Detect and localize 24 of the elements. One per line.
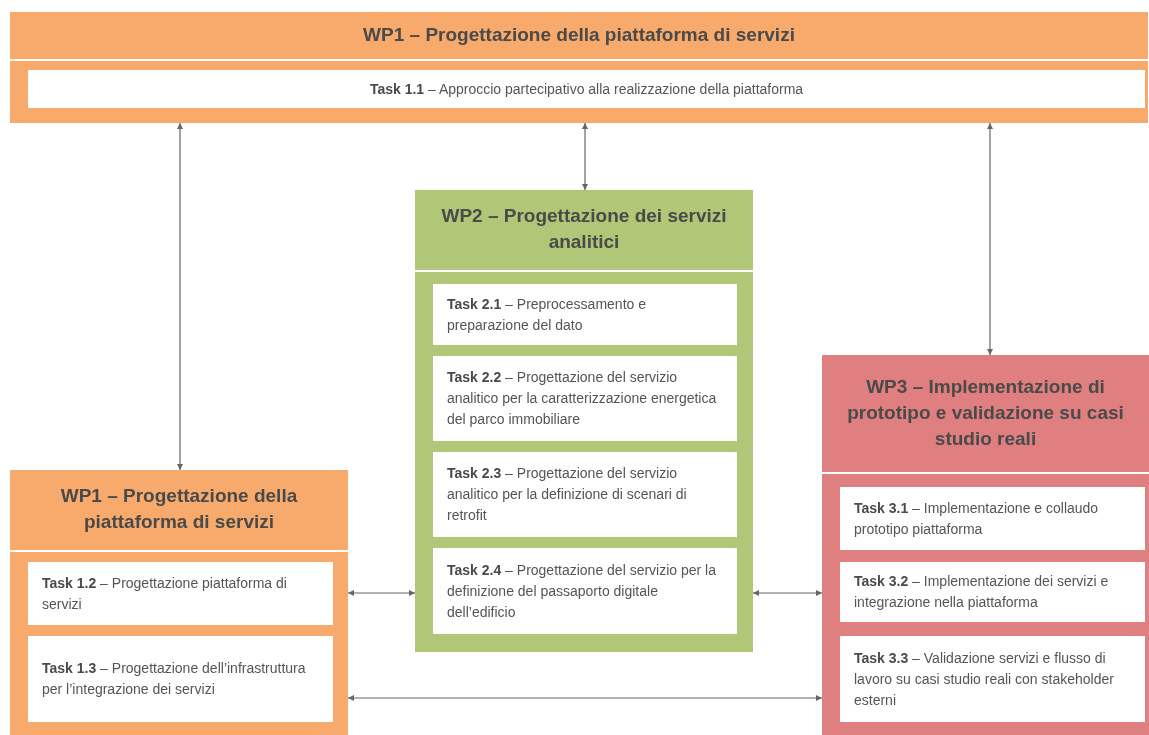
work-package-title: WP1 – Progettazione della piattaforma di servizi [362,22,796,47]
task-box: Task 2.2 – Progettazione del servizio analitico per la caratterizzazione energetica del parco immobiliare [433,356,737,441]
double-arrow [752,590,823,596]
work-package-title: WP2 – Progettazione dei servizi analitici [440,204,728,254]
double-arrow [177,122,183,471]
double-arrow [582,122,588,191]
double-arrow [347,590,416,596]
work-package-title: WP1 – Progettazione della piattaforma di servizi [59,484,299,534]
task-box: Task 3.3 – Validazione servizi e flusso di lavoro su casi studio reali con stakeholder esterni [840,636,1145,722]
task-box: Task 3.2 – Implementazione dei servizi e integrazione nella piattaforma [840,562,1145,622]
double-arrow [987,122,993,356]
work-package-title: WP3 – Implementazione di prototipo e validazione su casi studio reali [846,374,1125,451]
task-box: Task 1.3 – Progettazione dell’infrastruttura per l’integrazione dei servizi [28,636,333,722]
work-package-panel [822,355,1149,735]
task-box: Task 3.1 – Implementazione e collaudo prototipo piattaforma [840,487,1145,550]
work-package-panel [415,190,753,652]
task-box: Task 1.2 – Progettazione piattaforma di servizi [28,562,333,625]
task-box: Task 2.4 – Progettazione del servizio per la definizione del passaporto digitale dell’edificio [433,548,737,634]
task-box: Task 2.1 – Preprocessamento e preparazione del dato [433,284,737,345]
task-box: Task 1.1 – Approccio partecipativo alla realizzazione della piattaforma [28,70,1145,108]
double-arrow [347,695,823,701]
task-box: Task 2.3 – Progettazione del servizio analitico per la definizione di scenari di retrofit [433,452,737,537]
work-package-panel [10,470,348,735]
work-package-panel [10,12,1148,123]
